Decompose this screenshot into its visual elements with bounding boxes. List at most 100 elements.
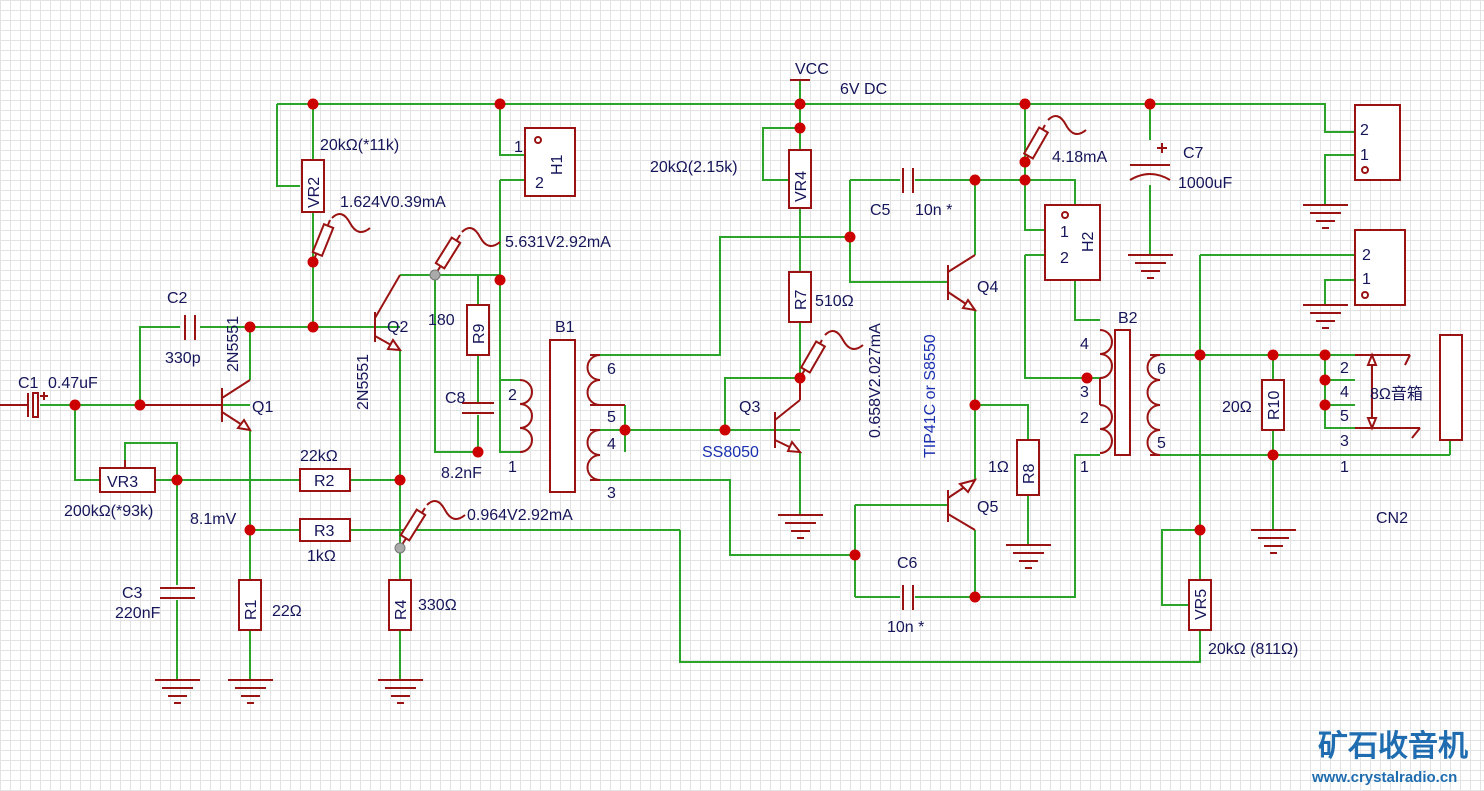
label-c3-ref: C3	[122, 585, 143, 602]
r10-body[interactable]	[1261, 379, 1285, 431]
vr2-body[interactable]	[301, 159, 325, 213]
watermark-title: 矿石收音机	[1318, 729, 1468, 764]
r7-body[interactable]	[788, 271, 812, 323]
vr3-body[interactable]	[99, 467, 156, 493]
label-vr4-ref: VR4	[793, 171, 810, 202]
wire-b1-6	[590, 236, 850, 356]
gnd-c7	[1128, 254, 1173, 279]
speaker-connector-pin	[1361, 291, 1369, 299]
label-cn2-ref: CN2	[1376, 510, 1408, 527]
label-r1-ref: R1	[243, 599, 260, 620]
b2-transformer[interactable]	[1099, 329, 1161, 456]
pin-spk-1: 1	[1362, 271, 1371, 288]
r2-body[interactable]	[299, 468, 351, 492]
label-speaker: 8Ω音箱	[1370, 385, 1423, 403]
label-m-vcc: 4.18mA	[1052, 149, 1107, 166]
gnd-r8	[1006, 544, 1051, 569]
label-c8-ref: C8	[445, 390, 466, 407]
label-m-q1e: 8.1mV	[190, 511, 237, 528]
probe-q3-icon	[799, 330, 864, 379]
label-b2-ref: B2	[1118, 310, 1138, 327]
q4-symbol[interactable]	[947, 254, 978, 312]
wire-vr3-left	[74, 405, 100, 481]
label-r7-val: 510Ω	[815, 293, 854, 310]
q3-symbol[interactable]	[774, 378, 803, 454]
q5-symbol[interactable]	[947, 478, 978, 531]
vr4-body[interactable]	[788, 149, 812, 209]
cn2-jack[interactable]	[1355, 352, 1421, 439]
label-c7-ref: C7	[1183, 145, 1204, 162]
label-vr2-ref: VR2	[306, 177, 323, 208]
label-r1-val: 22Ω	[272, 603, 302, 620]
label-r9-ref: R9	[471, 323, 488, 344]
wire-b1-3	[590, 479, 855, 556]
pin-b2-6: 6	[1157, 361, 1166, 378]
pin-cn2-2: 2	[1340, 360, 1349, 377]
c1-symbol[interactable]	[0, 392, 48, 418]
r4-body[interactable]	[388, 579, 412, 631]
c2-symbol[interactable]	[184, 315, 196, 340]
gnd-r1	[228, 679, 273, 704]
label-c5-ref: C5	[870, 202, 891, 219]
pin-h1-1: 1	[514, 139, 523, 156]
wire-b2-3	[1024, 255, 1100, 379]
label-q4-ref: Q4	[977, 279, 998, 296]
watermark-url: www.crystalradio.cn	[1311, 769, 1457, 786]
label-q2-ref: Q2	[387, 319, 408, 336]
label-m-vr2: 1.624V0.39mA	[340, 194, 446, 211]
r8-body[interactable]	[1016, 439, 1040, 496]
label-vr5-ref: VR5	[1193, 589, 1210, 620]
label-r4-ref: R4	[393, 599, 410, 620]
label-q45-part: TIP41C or S8550	[922, 334, 939, 458]
label-c1-ref: C1	[18, 375, 39, 392]
wire-q4-base	[849, 180, 948, 283]
label-vcc: VCC	[795, 61, 829, 78]
label-h1-ref: H1	[549, 154, 566, 175]
label-q5-ref: Q5	[977, 499, 998, 516]
label-r10-val: 20Ω	[1222, 399, 1252, 416]
wire-q3-bias	[724, 377, 800, 430]
speaker-body[interactable]	[1439, 334, 1463, 441]
pin-b1-6: 6	[607, 361, 616, 378]
c5-symbol[interactable]	[902, 168, 914, 193]
gnd-conn1	[1303, 204, 1348, 229]
pin-pwr-1: 1	[1360, 147, 1369, 164]
label-vr5-val: 20kΩ (811Ω)	[1208, 641, 1298, 658]
q1-symbol[interactable]	[140, 379, 252, 432]
pin-h2-2: 2	[1060, 250, 1069, 267]
ground-symbols	[155, 204, 1348, 704]
h1-header[interactable]	[524, 127, 576, 197]
label-h2-ref: H2	[1080, 231, 1097, 252]
label-r9-val: 180	[428, 312, 455, 329]
pin-b2-3: 3	[1080, 384, 1089, 401]
r3-body[interactable]	[299, 518, 351, 542]
wire-conn2-gnd	[1324, 279, 1355, 305]
wire-c2-left	[139, 326, 180, 405]
c7-symbol[interactable]	[1129, 143, 1171, 181]
pin-b1-3: 3	[607, 485, 616, 502]
probe-q2c-icon	[434, 227, 501, 276]
wire-vcc-rail	[277, 103, 1355, 133]
label-c2-val: 330p	[165, 350, 201, 367]
gnd-conn2	[1303, 304, 1348, 329]
label-c2-ref: C2	[167, 290, 188, 307]
c3-symbol[interactable]	[160, 587, 195, 599]
label-r3-ref: R3	[314, 523, 335, 540]
power-connector-pin	[1361, 166, 1369, 174]
gnd-r4	[378, 679, 423, 704]
c8-symbol[interactable]	[462, 402, 494, 414]
r9-body[interactable]	[466, 304, 490, 356]
q2-symbol[interactable]	[374, 274, 403, 352]
pin-cn2-1: 1	[1340, 459, 1349, 476]
wire-vr5-wiper	[1161, 529, 1200, 606]
b1-transformer[interactable]	[519, 339, 625, 493]
pin-b2-4: 4	[1080, 336, 1089, 353]
r1-body[interactable]	[238, 579, 262, 631]
c6-symbol[interactable]	[902, 585, 914, 610]
vr5-body[interactable]	[1188, 579, 1212, 631]
pin-cn2-3: 3	[1340, 433, 1349, 450]
h2-header[interactable]	[1044, 204, 1101, 281]
h1-pin-marker	[534, 136, 542, 144]
pin-pwr-2: 2	[1360, 122, 1369, 139]
